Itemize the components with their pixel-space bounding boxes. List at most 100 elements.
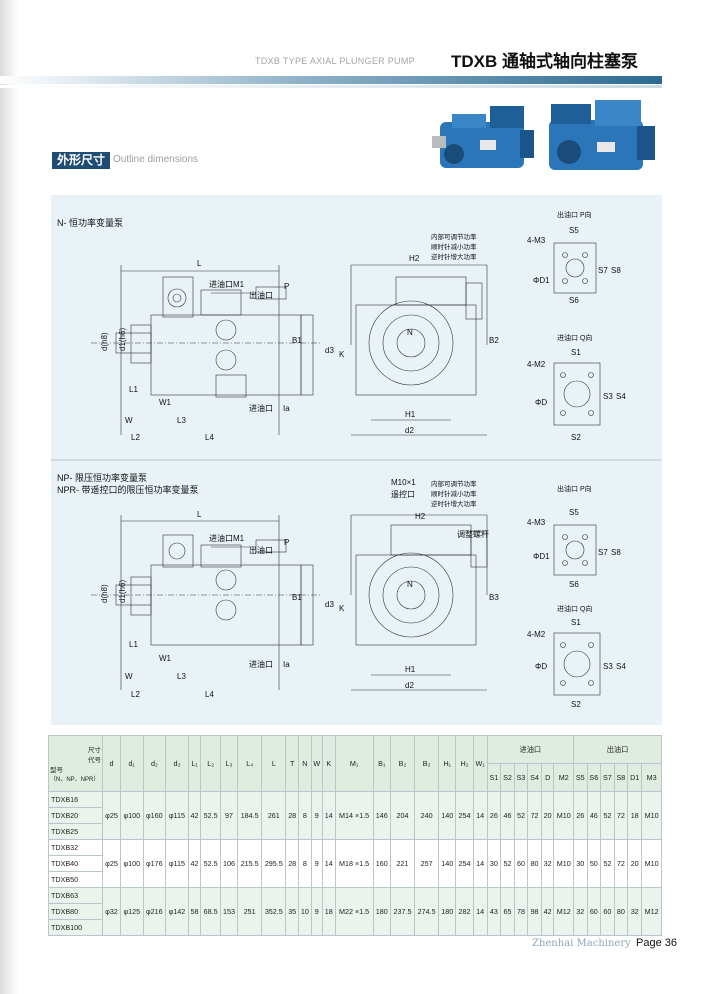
value-cell: 274.5 xyxy=(414,887,440,936)
value-cell: 160 xyxy=(372,839,391,888)
header-gradient-bar-thin xyxy=(0,85,662,88)
np-outlet-flange xyxy=(553,524,597,576)
col-h1: H₁ xyxy=(438,735,457,792)
value-cell: φ176 xyxy=(142,839,167,888)
n-label-b2: B2 xyxy=(489,336,499,345)
np-label-inlet: 进油口 xyxy=(249,659,273,669)
n-label-w1: W1 xyxy=(159,398,172,407)
value-cell: φ115 xyxy=(165,839,189,888)
value-cell: 8 xyxy=(298,791,312,840)
col-dd: D xyxy=(540,763,555,792)
value-cell: 221 xyxy=(389,839,416,888)
np-note-1: 内部可调节功率 xyxy=(431,479,477,488)
np-pump-title: NP- 限压恒功率变量泵 xyxy=(57,472,147,483)
n-label-p: P xyxy=(284,282,289,291)
n-label-d: ΦD xyxy=(535,398,547,407)
n-label-dh8: d(h8) xyxy=(100,332,109,351)
corner-size: 尺寸 xyxy=(88,747,101,754)
np-label-s2: S2 xyxy=(571,700,581,709)
page-edge-shade xyxy=(0,0,18,994)
model-cell: TDXB63 xyxy=(48,887,103,904)
value-cell: 50 xyxy=(586,839,602,888)
value-cell: M22 ×1.5 xyxy=(334,887,374,936)
dimension-table-wrap: 尺寸 代号 型号 （N、NP、NPR） d d₁ d₂ d₃ L₁ L₂ L₃ … xyxy=(48,735,662,936)
value-cell: 52 xyxy=(600,839,615,888)
n-label-s8: S8 xyxy=(611,266,621,275)
n-label-ia: Ia xyxy=(283,404,290,413)
n-label-d1h6: d1(h6) xyxy=(118,328,127,351)
header-title-en: TDXB TYPE AXIAL PLUNGER PUMP xyxy=(255,56,415,66)
col-d3: d₃ xyxy=(165,735,189,792)
value-cell: 8 xyxy=(298,839,312,888)
section-subtitle: Outline dimensions xyxy=(113,154,199,165)
model-cell: TDXB100 xyxy=(48,919,103,936)
value-cell: 18 xyxy=(321,887,336,936)
n-label-s2: S2 xyxy=(571,433,581,442)
value-cell: 14 xyxy=(472,791,488,840)
n-label-s5: S5 xyxy=(569,226,579,235)
value-cell: 46 xyxy=(586,791,602,840)
value-cell: 10 xyxy=(298,887,312,936)
value-cell: 9 xyxy=(310,887,323,936)
np-side-view xyxy=(91,515,321,690)
value-cell: 58 xyxy=(187,887,202,936)
col-s4: S4 xyxy=(527,763,542,792)
model-cell: TDXB80 xyxy=(48,903,103,920)
value-cell: M10 xyxy=(641,791,662,840)
col-m1: M₁ xyxy=(334,735,374,792)
n-note-2: 顺时针减小功率 xyxy=(431,242,477,251)
n-label-m2: 4-M2 xyxy=(527,360,546,369)
n-label-inlet: 进油口 xyxy=(249,403,273,413)
value-cell: 46 xyxy=(500,791,515,840)
np-label-s7: S7 xyxy=(598,548,608,557)
value-cell: 78 xyxy=(513,887,529,936)
value-cell: 251 xyxy=(237,887,263,936)
value-cell: 240 xyxy=(414,791,440,840)
value-cell: 52.5 xyxy=(200,839,221,888)
header-title-cn: TDXB 通轴式轴向柱塞泵 xyxy=(451,52,638,71)
n-label-h2: H2 xyxy=(409,254,420,263)
value-cell: 72 xyxy=(527,791,542,840)
value-cell: 30 xyxy=(486,839,502,888)
value-cell: 30 xyxy=(573,839,588,888)
n-label-s7: S7 xyxy=(598,266,608,275)
value-cell: φ216 xyxy=(142,887,167,936)
np-label-outlet: 出油口 xyxy=(249,545,273,555)
value-cell: 80 xyxy=(527,839,542,888)
model-cell: TDXB50 xyxy=(48,871,103,888)
np-label-m1: 进油口M1 xyxy=(209,533,245,543)
value-cell: 204 xyxy=(389,791,416,840)
dimension-table: 尺寸 代号 型号 （N、NP、NPR） d d₁ d₂ d₃ L₁ L₂ L₃ … xyxy=(48,735,662,936)
value-cell: 254 xyxy=(455,839,474,888)
np-label-m10: M10×1 xyxy=(391,478,416,487)
footer-page: Page 36 xyxy=(636,937,677,949)
corner-sub: （N、NP、NPR） xyxy=(50,777,100,783)
n-label-b1: B1 xyxy=(292,336,302,345)
value-cell: 28 xyxy=(285,839,300,888)
col-l4: L₄ xyxy=(237,735,263,792)
col-s1: S1 xyxy=(486,763,502,792)
value-cell: 140 xyxy=(438,791,457,840)
col-s3: S3 xyxy=(513,763,529,792)
col-d1: d₁ xyxy=(119,735,144,792)
col-dd1: D1 xyxy=(627,763,643,792)
value-cell: 237.5 xyxy=(389,887,416,936)
n-outlet-flange xyxy=(553,242,597,294)
value-cell: 20 xyxy=(627,839,643,888)
value-cell: φ25 xyxy=(102,791,121,840)
np-label-k: K xyxy=(339,604,345,613)
n-label-d3: d3 xyxy=(325,346,334,355)
value-cell: 80 xyxy=(613,887,629,936)
np-label-dh8: d(h8) xyxy=(100,584,109,603)
np-label-l2: L2 xyxy=(131,690,140,699)
np-label-d3: d3 xyxy=(325,600,334,609)
value-cell: 97 xyxy=(219,791,239,840)
value-cell: 60 xyxy=(586,887,602,936)
value-cell: 65 xyxy=(500,887,515,936)
np-outlet-p-title: 出油口 P向 xyxy=(557,484,592,493)
col-s7: S7 xyxy=(600,763,615,792)
np-label-l4: L4 xyxy=(205,690,214,699)
value-cell: φ142 xyxy=(165,887,189,936)
value-cell: φ115 xyxy=(165,791,189,840)
